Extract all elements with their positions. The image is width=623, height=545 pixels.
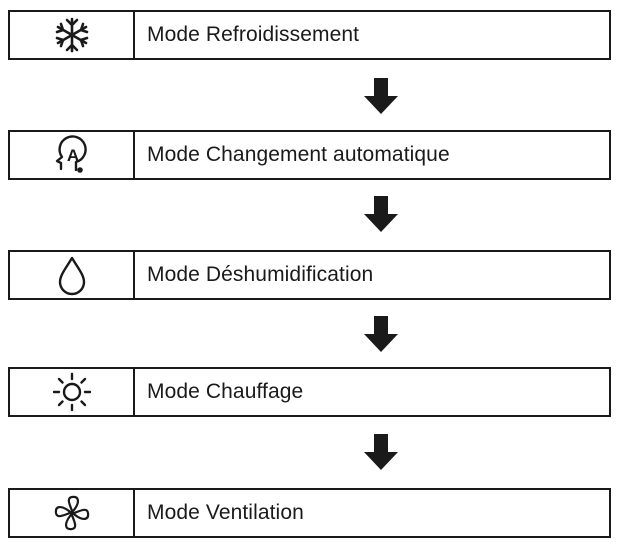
- arrow-down-icon: [364, 434, 398, 470]
- icon-cell: [10, 490, 135, 536]
- arrow-down-icon: [364, 78, 398, 114]
- sun-icon: [52, 372, 91, 412]
- arrow-down-icon: [364, 196, 398, 232]
- mode-label: Mode Changement automatique: [147, 143, 450, 166]
- fan-icon: [54, 495, 89, 531]
- mode-label: Mode Chauffage: [147, 380, 304, 403]
- icon-cell: A: [10, 132, 135, 178]
- arrow-down-icon: [364, 316, 398, 352]
- mode-label: Mode Déshumidification: [147, 263, 374, 286]
- mode-box-fan: Mode Ventilation: [8, 488, 611, 538]
- icon-cell: [10, 252, 135, 298]
- mode-box-dehumidify: Mode Déshumidification: [8, 250, 611, 300]
- auto-mode-letter: A: [66, 146, 78, 165]
- icon-cell: [10, 12, 135, 58]
- snowflake-icon: [55, 17, 88, 53]
- mode-label: Mode Ventilation: [147, 501, 304, 524]
- mode-label: Mode Refroidissement: [147, 23, 360, 46]
- mode-box-heating: Mode Chauffage: [8, 367, 611, 417]
- icon-cell: [10, 369, 135, 415]
- auto-mode-icon: A: [55, 135, 87, 173]
- mode-box-auto: A Mode Changement automatique: [8, 130, 611, 180]
- water-drop-icon: [58, 256, 85, 296]
- mode-box-cooling: Mode Refroidissement: [8, 10, 611, 60]
